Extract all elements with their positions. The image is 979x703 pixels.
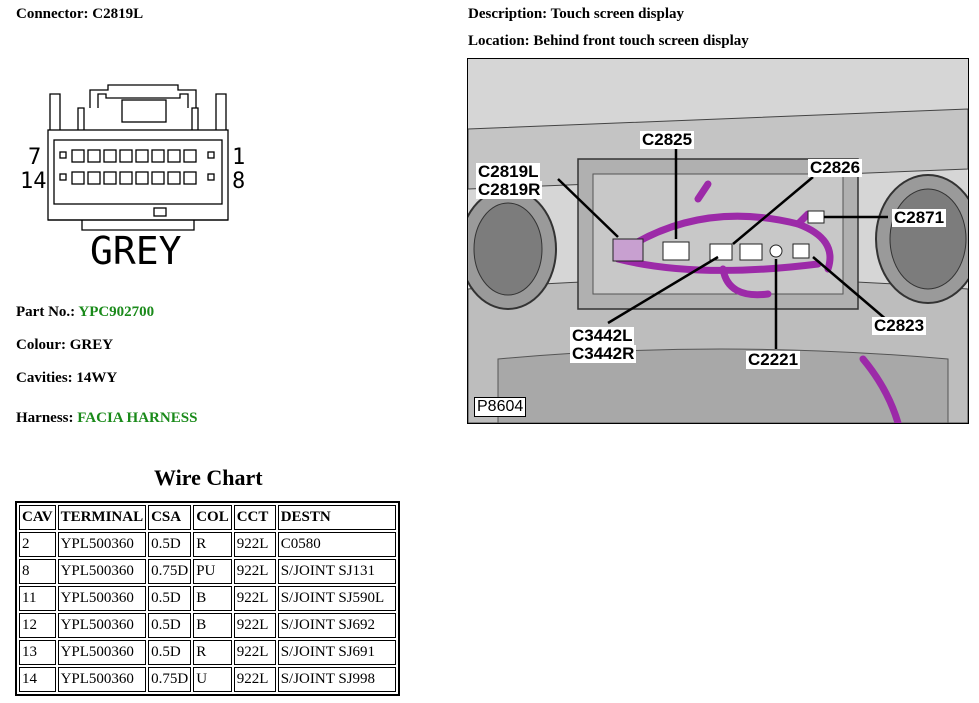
pin-8-label: 8 [232, 169, 245, 194]
description-label: Description: [468, 6, 548, 22]
cell-cct: 922L [233, 667, 276, 692]
callout-c3442l: C3442L [570, 326, 635, 345]
cavities-line: Cavities: 14WY [16, 370, 117, 387]
connector-face-diagram: 7 14 1 8 GREY [20, 84, 245, 270]
header-cct: CCT [233, 505, 276, 530]
header-terminal: TERMINAL [57, 505, 147, 530]
cell-cct: 922L [233, 532, 276, 557]
location-image: C2819L C2819R C2825 C2826 C2871 C3442L C… [467, 58, 969, 424]
wire-chart-table: CAV TERMINAL CSA COL CCT DESTN 2 YPL5003… [15, 501, 400, 696]
header-cav: CAV [19, 505, 56, 530]
callout-c2826: C2826 [808, 158, 863, 177]
description-value: Touch screen display [550, 6, 685, 22]
wire-chart-title: Wire Chart [154, 465, 263, 490]
cell-terminal: YPL500360 [57, 667, 147, 692]
cell-csa: 0.5D [148, 532, 192, 557]
cell-cav: 14 [19, 667, 56, 692]
part-no-value[interactable]: YPC902700 [78, 304, 155, 320]
part-no-label: Part No.: [16, 304, 76, 320]
part-no-line: Part No.: YPC902700 [16, 304, 154, 321]
cell-destn: C0580 [277, 532, 396, 557]
description-line: Description: Touch screen display [468, 6, 684, 23]
wire-chart-header-row: CAV TERMINAL CSA COL CCT DESTN [19, 505, 396, 530]
cell-csa: 0.75D [148, 667, 192, 692]
cell-col: B [193, 613, 232, 638]
table-row: 11 YPL500360 0.5D B 922L S/JOINT SJ590L [19, 586, 396, 611]
location-value: Behind front touch screen display [533, 33, 749, 49]
cell-csa: 0.75D [148, 559, 192, 584]
table-row: 13 YPL500360 0.5D R 922L S/JOINT SJ691 [19, 640, 396, 665]
cell-csa: 0.5D [148, 586, 192, 611]
connector-colour-text: GREY [90, 229, 182, 270]
pin-14-label: 14 [20, 169, 47, 194]
callout-c2871: C2871 [892, 208, 947, 227]
location-label: Location: [468, 33, 530, 49]
cell-terminal: YPL500360 [57, 640, 147, 665]
cell-destn: S/JOINT SJ998 [277, 667, 396, 692]
connector-line: Connector: C2819L [16, 6, 143, 23]
callout-c2823: C2823 [872, 316, 927, 335]
colour-line: Colour: GREY [16, 337, 113, 354]
cell-cct: 922L [233, 613, 276, 638]
harness-label: Harness: [16, 410, 74, 426]
pin-1-label: 1 [232, 145, 245, 170]
harness-value[interactable]: FACIA HARNESS [77, 410, 198, 426]
pin-7-label: 7 [28, 145, 41, 170]
cell-csa: 0.5D [148, 640, 192, 665]
cell-destn: S/JOINT SJ590L [277, 586, 396, 611]
cavities-value: 14WY [76, 370, 118, 386]
cell-cct: 922L [233, 586, 276, 611]
cell-col: R [193, 532, 232, 557]
cell-cav: 11 [19, 586, 56, 611]
cell-terminal: YPL500360 [57, 586, 147, 611]
callout-c2819r: C2819R [476, 180, 543, 199]
cell-terminal: YPL500360 [57, 613, 147, 638]
cell-csa: 0.5D [148, 613, 192, 638]
callout-c3442r: C3442R [570, 344, 637, 363]
cell-terminal: YPL500360 [57, 559, 147, 584]
header-col: COL [193, 505, 232, 530]
callout-c2221: C2221 [746, 350, 801, 369]
header-csa: CSA [148, 505, 192, 530]
cell-cav: 2 [19, 532, 56, 557]
cavities-label: Cavities: [16, 370, 73, 386]
cell-terminal: YPL500360 [57, 532, 147, 557]
callout-c2825: C2825 [640, 130, 695, 149]
connector-value: C2819L [92, 6, 144, 22]
harness-line: Harness: FACIA HARNESS [16, 410, 197, 427]
cell-cav: 8 [19, 559, 56, 584]
cell-cav: 13 [19, 640, 56, 665]
callout-c2819l: C2819L [476, 162, 541, 181]
figure-id: P8604 [474, 397, 527, 417]
location-line: Location: Behind front touch screen disp… [468, 33, 749, 50]
cell-cct: 922L [233, 559, 276, 584]
location-illustration [468, 59, 968, 423]
cell-destn: S/JOINT SJ691 [277, 640, 396, 665]
cell-destn: S/JOINT SJ692 [277, 613, 396, 638]
table-row: 2 YPL500360 0.5D R 922L C0580 [19, 532, 396, 557]
cell-col: U [193, 667, 232, 692]
cell-destn: S/JOINT SJ131 [277, 559, 396, 584]
colour-label: Colour: [16, 337, 66, 353]
cell-cav: 12 [19, 613, 56, 638]
cell-col: B [193, 586, 232, 611]
cell-col: R [193, 640, 232, 665]
table-row: 8 YPL500360 0.75D PU 922L S/JOINT SJ131 [19, 559, 396, 584]
cell-cct: 922L [233, 640, 276, 665]
cell-col: PU [193, 559, 232, 584]
table-row: 12 YPL500360 0.5D B 922L S/JOINT SJ692 [19, 613, 396, 638]
header-destn: DESTN [277, 505, 396, 530]
table-row: 14 YPL500360 0.75D U 922L S/JOINT SJ998 [19, 667, 396, 692]
connector-label: Connector: [16, 6, 89, 22]
colour-value: GREY [69, 337, 114, 353]
